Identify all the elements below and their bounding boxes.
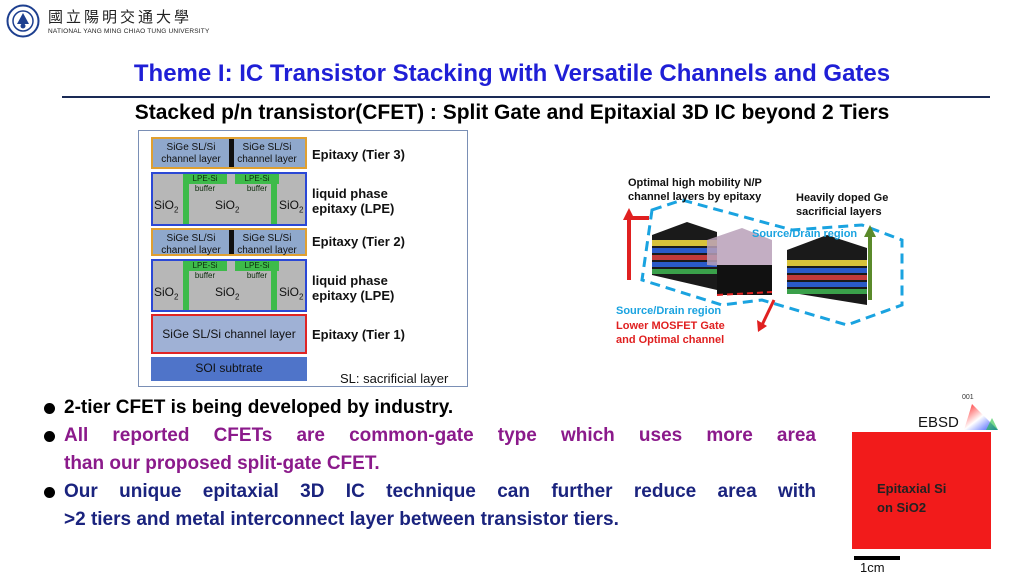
channel-cell-left: SiGe SL/Si channel layer bbox=[161, 142, 221, 165]
channel-cell-right: SiGe SL/Si channel layer bbox=[237, 233, 297, 256]
sacrificial-layer-note: SL: sacrificial layer bbox=[340, 371, 449, 386]
buffer-bar bbox=[271, 184, 277, 224]
buffer-bar bbox=[183, 271, 189, 310]
buffer-right: LPE-Si buffer bbox=[235, 261, 279, 280]
sio2-right: SiO2 bbox=[279, 198, 304, 215]
channel-cell-right: SiGe SL/Si channel layer bbox=[237, 142, 297, 165]
slide-subtitle: Stacked p/n transistor(CFET) : Split Gat… bbox=[134, 101, 890, 124]
tier3-channel-layer: SiGe SL/Si channel layer SiGe SL/Si chan… bbox=[151, 137, 307, 169]
university-name-english: NATIONAL YANG MING CHIAO TUNG UNIVERSITY bbox=[48, 28, 210, 35]
ebsd-map bbox=[852, 432, 991, 549]
sio2-center: SiO2 bbox=[215, 285, 240, 302]
ebsd-label: EBSD bbox=[918, 414, 959, 431]
sio2-center: SiO2 bbox=[215, 198, 240, 215]
tier2-label: Epitaxy (Tier 2) bbox=[312, 234, 405, 249]
tier3-label: Epitaxy (Tier 3) bbox=[312, 147, 405, 162]
orientation-label: 001 bbox=[962, 394, 974, 401]
tier1-channel-layer: SiGe SL/Si channel layer bbox=[151, 314, 307, 354]
university-logo: 國立陽明交通大學 NATIONAL YANG MING CHIAO TUNG U… bbox=[6, 4, 209, 42]
lpe-block-lower: LPE-Si buffer LPE-Si buffer SiO2 SiO2 Si… bbox=[151, 259, 307, 312]
cfet-3d-illustration bbox=[623, 198, 904, 332]
gate-separator bbox=[229, 230, 234, 254]
buffer-left: LPE-Si buffer bbox=[183, 174, 227, 193]
stack-diagram bbox=[138, 130, 468, 387]
buffer-bar bbox=[271, 271, 277, 310]
bullet-dot bbox=[44, 431, 55, 442]
sio2-right: SiO2 bbox=[279, 285, 304, 302]
slide-title: Theme I: IC Transistor Stacking with Ver… bbox=[133, 60, 891, 87]
scale-bar bbox=[854, 556, 900, 560]
bullet-dot bbox=[44, 487, 55, 498]
tier2-channel-layer: SiGe SL/Si channel layer SiGe SL/Si chan… bbox=[151, 228, 307, 256]
tier1-label: Epitaxy (Tier 1) bbox=[312, 327, 405, 342]
gate-separator bbox=[229, 139, 234, 167]
bullet-dot bbox=[44, 403, 55, 414]
ipf-triangle-icon bbox=[964, 404, 998, 430]
soi-substrate: SOI subtrate bbox=[151, 357, 307, 381]
nycu-seal-logo-icon bbox=[6, 4, 40, 38]
buffer-bar bbox=[183, 184, 189, 224]
device-label-sd-right: Source/Drain region bbox=[752, 228, 858, 240]
buffer-right: LPE-Si buffer bbox=[235, 174, 279, 193]
sio2-left: SiO2 bbox=[154, 285, 179, 302]
university-name-chinese: 國立陽明交通大學 bbox=[48, 8, 193, 26]
sio2-left: SiO2 bbox=[154, 198, 179, 215]
scale-label: 1cm bbox=[860, 560, 885, 575]
device-label-sd-left: Source/Drain region bbox=[616, 305, 722, 317]
title-divider bbox=[62, 96, 990, 98]
buffer-left: LPE-Si buffer bbox=[183, 261, 227, 280]
channel-cell-left: SiGe SL/Si channel layer bbox=[161, 233, 221, 256]
lpe-block-upper: LPE-Si buffer LPE-Si buffer SiO2 SiO2 Si… bbox=[151, 172, 307, 226]
